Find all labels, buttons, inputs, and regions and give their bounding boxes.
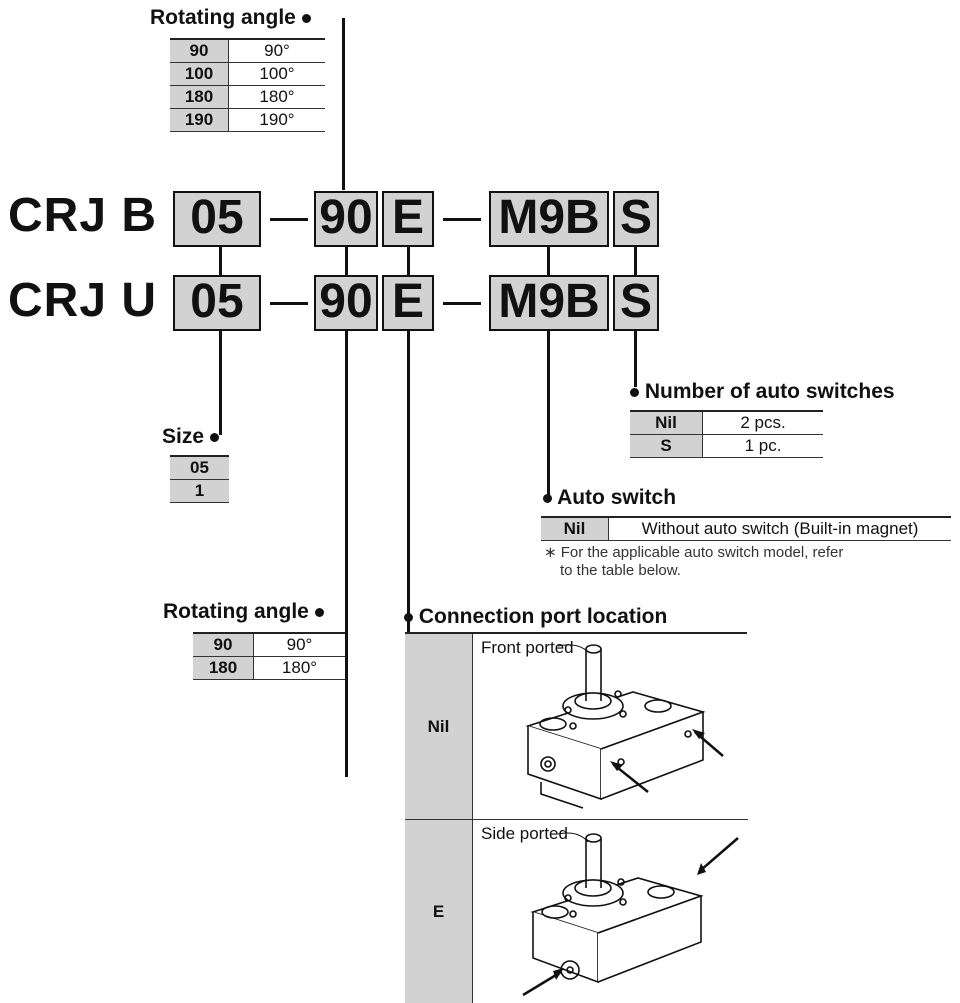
table-value: 180° <box>253 656 345 680</box>
rotating-angle-bottom-title: Rotating angle <box>163 600 324 624</box>
front-ported-cell: Front ported <box>472 634 748 820</box>
switch-code-box: M9B <box>489 275 609 331</box>
table-key: E <box>405 820 472 1003</box>
port-code-box: E <box>382 275 434 331</box>
switch-code-box: M9B <box>489 191 609 247</box>
connector-line <box>219 331 222 435</box>
size-code-box: 05 <box>173 191 261 247</box>
table-key: 190 <box>170 108 229 132</box>
side-ported-actuator-icon <box>522 832 739 997</box>
table-value: 2 pcs. <box>702 411 823 435</box>
model-prefix-u: CRJ U <box>8 274 158 327</box>
side-ported-cell: Side ported <box>472 820 748 1003</box>
table-key: 180 <box>193 656 254 680</box>
dash-separator <box>443 218 481 221</box>
table-key: Nil <box>630 411 703 435</box>
table-key: 1 <box>170 479 229 503</box>
connector-line <box>547 247 550 275</box>
front-ported-label: Front ported <box>481 638 574 657</box>
angle-code-box: 90 <box>314 191 378 247</box>
auto-switch-note: ∗ For the applicable auto switch model, … <box>544 544 954 580</box>
table-key: 180 <box>170 85 229 109</box>
bullet-dot-icon <box>209 432 219 442</box>
connector-line <box>342 18 345 190</box>
num-switches-title: Number of auto switches <box>630 380 895 404</box>
front-ported-actuator-icon <box>525 644 724 809</box>
table-value: 1 pc. <box>702 434 823 458</box>
table-value: Without auto switch (Built-in magnet) <box>608 517 951 541</box>
table-key: 05 <box>170 456 229 480</box>
bullet-dot-icon <box>630 387 639 397</box>
table-key: 90 <box>170 39 229 63</box>
size-title: Size <box>162 425 219 449</box>
count-code-box: S <box>613 191 659 247</box>
size-table: 05 1 <box>170 455 229 503</box>
dash-separator <box>443 302 481 305</box>
bullet-dot-icon <box>543 493 552 503</box>
connector-line <box>634 331 637 387</box>
auto-switch-title: Auto switch <box>543 486 676 510</box>
side-ported-label: Side ported <box>481 824 568 843</box>
connector-line <box>219 247 222 275</box>
connection-port-table: Nil Front ported <box>405 632 748 1003</box>
table-key: 90 <box>193 633 254 657</box>
connector-line <box>407 247 410 275</box>
connector-line <box>547 331 550 495</box>
bullet-dot-icon <box>301 13 311 23</box>
note-mark: ∗ <box>544 544 557 561</box>
connector-line <box>345 247 348 275</box>
auto-switch-title-text: Auto switch <box>557 486 677 509</box>
connection-port-title: Connection port location <box>404 605 667 629</box>
table-value: 190° <box>228 108 325 132</box>
table-value: 90° <box>253 633 345 657</box>
bullet-dot-icon <box>314 607 324 617</box>
angle-code-box: 90 <box>314 275 378 331</box>
port-code-box: E <box>382 191 434 247</box>
table-value: 90° <box>228 39 325 63</box>
dash-separator <box>270 218 308 221</box>
note-line-1: For the applicable auto switch model, re… <box>560 544 844 561</box>
table-row: 1 <box>170 479 229 503</box>
rotating-angle-bottom-title-text: Rotating angle <box>163 600 309 623</box>
connector-line <box>634 247 637 275</box>
table-key: S <box>630 434 703 458</box>
table-key: 100 <box>170 62 229 86</box>
dash-separator <box>270 302 308 305</box>
size-code-box: 05 <box>173 275 261 331</box>
size-title-text: Size <box>162 425 205 448</box>
connection-port-title-text: Connection port location <box>418 605 668 628</box>
count-code-box: S <box>613 275 659 331</box>
table-key: Nil <box>541 517 609 541</box>
table-row: 05 <box>170 456 229 480</box>
connector-line <box>345 331 348 777</box>
connector-line <box>407 331 410 777</box>
bullet-dot-icon <box>404 612 413 622</box>
note-line-2: to the table below. <box>560 562 681 579</box>
rotating-angle-top-title-text: Rotating angle <box>150 6 296 29</box>
table-value: 100° <box>228 62 325 86</box>
num-switches-title-text: Number of auto switches <box>644 380 895 403</box>
table-value: 180° <box>228 85 325 109</box>
rotating-angle-top-title: Rotating angle <box>150 6 311 30</box>
table-key: Nil <box>405 634 472 820</box>
model-prefix-b: CRJ B <box>8 189 158 242</box>
